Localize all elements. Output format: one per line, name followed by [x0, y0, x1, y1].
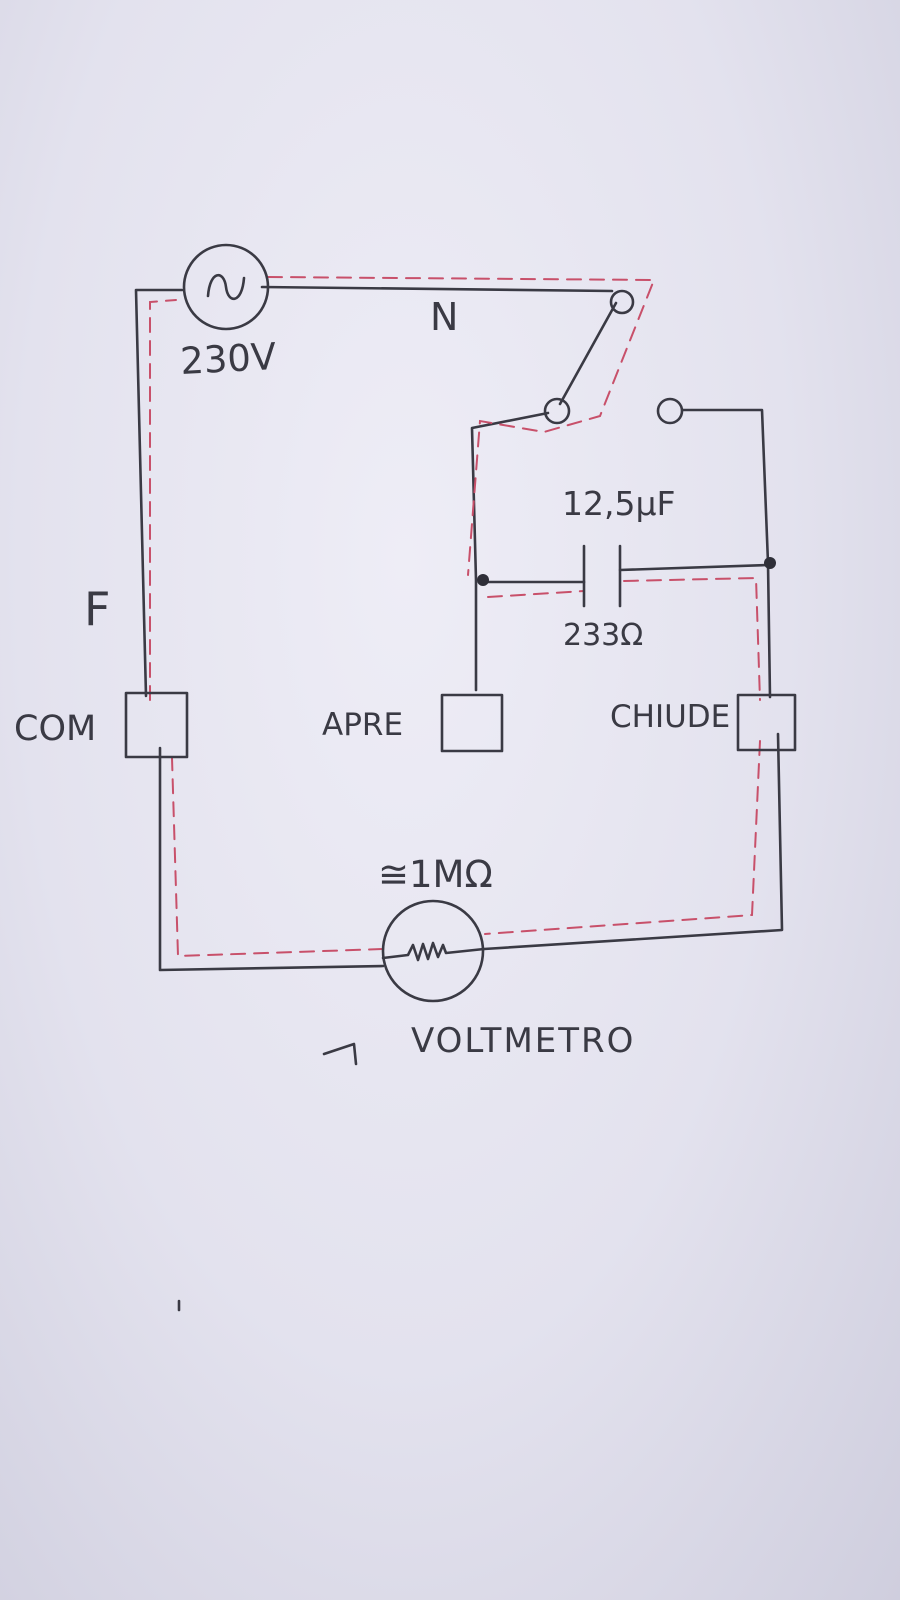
switch-blade — [558, 301, 618, 406]
terminal-chiude-label: CHIUDE — [610, 699, 730, 735]
capacitor: 12,5μF 233Ω — [562, 484, 675, 653]
ac-source-icon — [206, 274, 246, 300]
neutral-label: N — [430, 295, 458, 339]
ac-source: 230V — [179, 243, 277, 383]
terminal-apre-box — [440, 693, 504, 753]
wire-switch-chiude — [681, 408, 772, 699]
terminal-com-label: COM — [14, 709, 96, 749]
voltmeter-resistor-icon — [381, 941, 486, 962]
voltmeter-circle — [381, 899, 485, 1003]
wire-bottom-right — [482, 732, 784, 951]
current-path — [149, 276, 761, 958]
wire-bottom-left — [158, 746, 385, 972]
terminal-apre-label: APRE — [322, 707, 403, 743]
wire-phase-left — [134, 288, 184, 698]
switch — [543, 289, 684, 425]
wire-capacitor-right — [618, 563, 770, 572]
switch-contact-apre — [543, 397, 571, 425]
terminal-com-box — [124, 691, 189, 759]
terminal-chiude: CHIUDE — [610, 693, 797, 752]
terminal-chiude-box — [736, 693, 797, 752]
capacitor-resistance-label: 233Ω — [563, 618, 643, 653]
voltmeter-label: VOLTMETRO — [411, 1021, 635, 1061]
capacitance-label: 12,5μF — [562, 484, 675, 523]
terminal-com: COM — [14, 691, 189, 759]
junction-right-dot — [764, 557, 776, 569]
resistance-label: ≅1MΩ — [378, 853, 493, 896]
source-voltage-label: 230V — [179, 335, 277, 383]
switch-pivot-contact — [609, 289, 635, 315]
voltmeter-pointer-mark — [322, 1042, 358, 1066]
ac-source-circle — [182, 243, 270, 331]
junction-left-dot — [477, 574, 489, 586]
wire-neutral-top — [260, 285, 614, 293]
phase-label: F — [84, 582, 110, 636]
voltmeter: ≅1MΩ VOLTMETRO — [322, 853, 635, 1066]
switch-contact-chiude — [656, 397, 684, 425]
wire-switch-apre — [470, 411, 550, 692]
current-path-dashed — [149, 276, 761, 958]
terminal-apre: APRE — [322, 693, 504, 753]
